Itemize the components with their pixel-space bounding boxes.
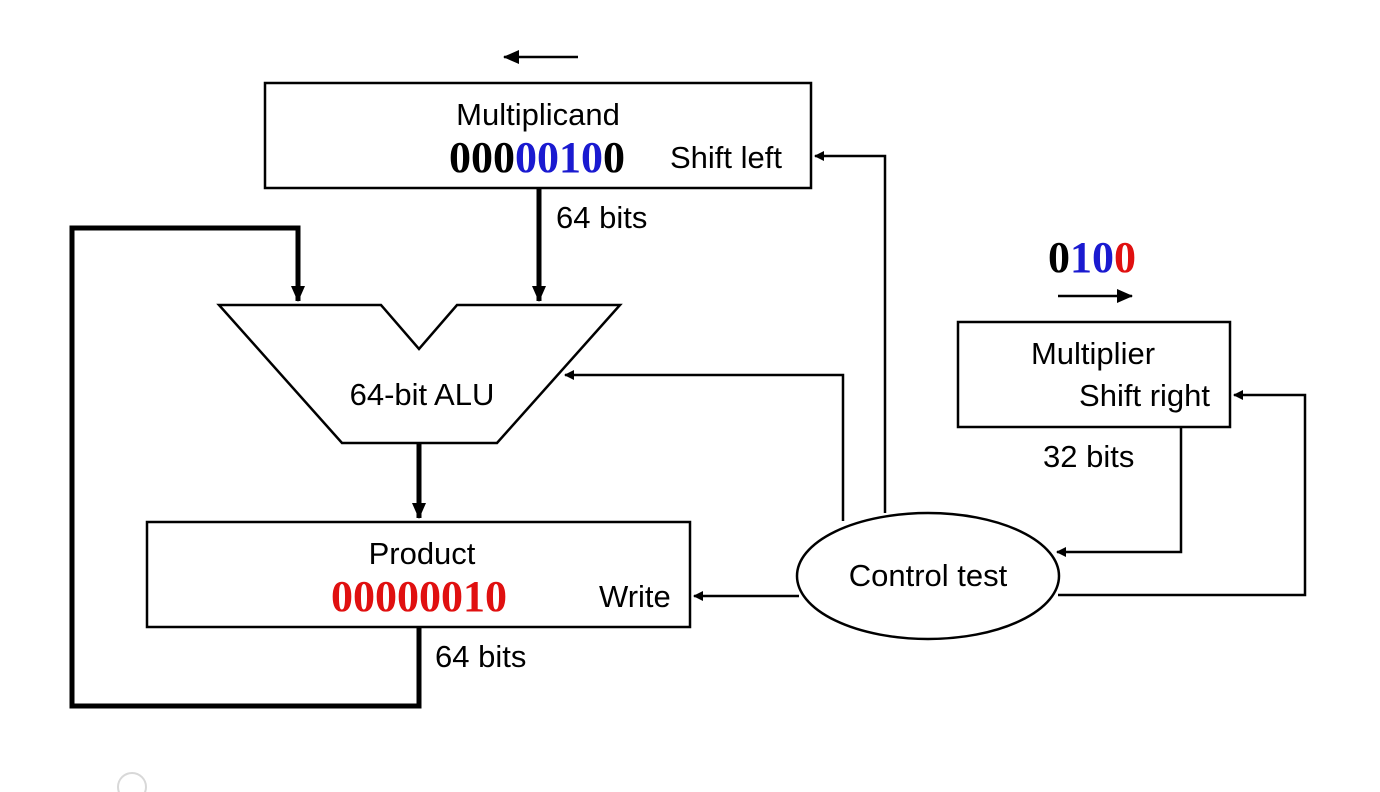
product-register (145, 520, 692, 629)
faint-circle-icon (117, 772, 147, 792)
multiplier-label: Multiplier (1031, 336, 1155, 371)
multiplicand-bits-segment: 0010 (515, 133, 603, 182)
multiplier-register (956, 320, 1232, 429)
multiplier-action: Shift right (1079, 378, 1210, 413)
control-to-alu-wire (564, 370, 845, 521)
product-action: Write (599, 579, 671, 614)
multiplier-bits-segment: 0 (1048, 233, 1070, 282)
multiplicand-bits: 00000100 (449, 133, 625, 182)
control-test-label: Control test (849, 558, 1008, 593)
multiplicand-bits-segment: 000 (449, 133, 515, 182)
multiplicand-width-label: 64 bits (556, 200, 647, 235)
multiplicand-action: Shift left (670, 140, 782, 175)
alu-label: 64-bit ALU (350, 377, 495, 412)
multiplier-bits-segment: 10 (1070, 233, 1114, 282)
product-feedback-wire (69, 225, 422, 709)
product-bits: 00000010 (331, 572, 507, 621)
multiplier-width-label: 32 bits (1043, 439, 1134, 474)
control-to-multiplier-wire (1058, 390, 1307, 597)
multiplier-to-control-wire (1056, 427, 1183, 557)
product-width-label: 64 bits (435, 639, 526, 674)
multiplicand-label: Multiplicand (456, 97, 620, 132)
control-test-unit (795, 511, 1061, 641)
multiplier-bits: 0100 (1048, 233, 1136, 282)
product-label: Product (369, 536, 476, 571)
multiplier-bits-segment: 0 (1114, 233, 1136, 282)
alu-shape (216, 303, 623, 445)
control-to-multiplicand-wire (814, 151, 887, 513)
multiplicand-bits-segment: 0 (603, 133, 625, 182)
product-bits-segment: 00000010 (331, 572, 507, 621)
